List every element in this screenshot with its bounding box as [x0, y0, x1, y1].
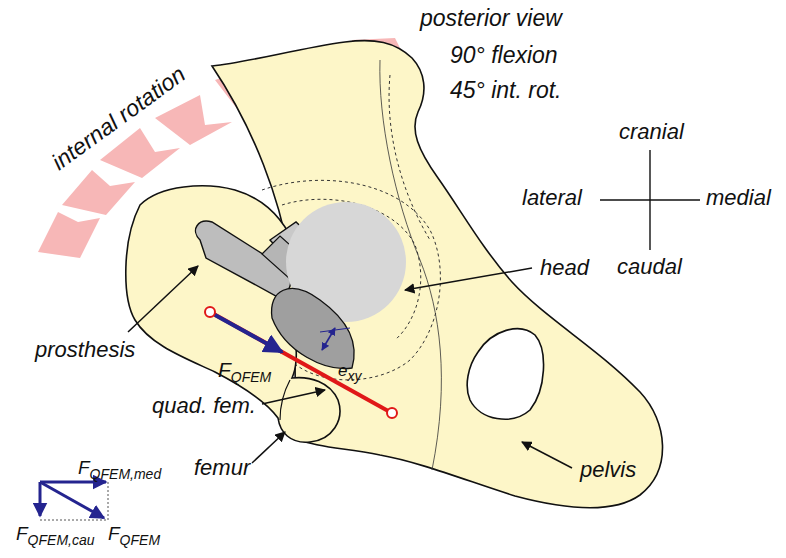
lever-arm-label: exy — [338, 362, 361, 384]
lever-arm-tick — [320, 328, 350, 332]
force-label: FQFEM — [108, 524, 160, 548]
leader-arrows — [128, 266, 572, 468]
direction-label: lateral — [522, 186, 582, 210]
orientation-cross — [600, 150, 700, 250]
muscle-origin — [205, 307, 215, 317]
flexion-label: 90° flexion — [450, 43, 558, 68]
muscle-insertion — [387, 408, 397, 418]
view-label: posterior view — [420, 6, 562, 31]
part-label: quad. fem. — [152, 394, 256, 418]
obturator-foramen — [467, 329, 543, 419]
part-label: head — [540, 256, 589, 280]
prosthesis-implant — [196, 202, 406, 369]
direction-label: cranial — [619, 120, 684, 144]
force-vector — [215, 315, 282, 352]
force-decomposition — [40, 482, 108, 520]
force-label: FQFEM — [218, 358, 271, 385]
direction-label: caudal — [617, 255, 682, 279]
force-component-label: FQFEM,med — [78, 458, 161, 482]
part-label: pelvis — [580, 458, 636, 482]
part-label: femur — [194, 456, 250, 480]
force-component-label: FQFEM,cau — [16, 524, 95, 548]
rotation-angle-label: 45° int. rot. — [450, 78, 561, 103]
direction-label: medial — [706, 186, 771, 210]
part-label: prosthesis — [35, 338, 135, 362]
hidden-outlines — [262, 75, 440, 380]
